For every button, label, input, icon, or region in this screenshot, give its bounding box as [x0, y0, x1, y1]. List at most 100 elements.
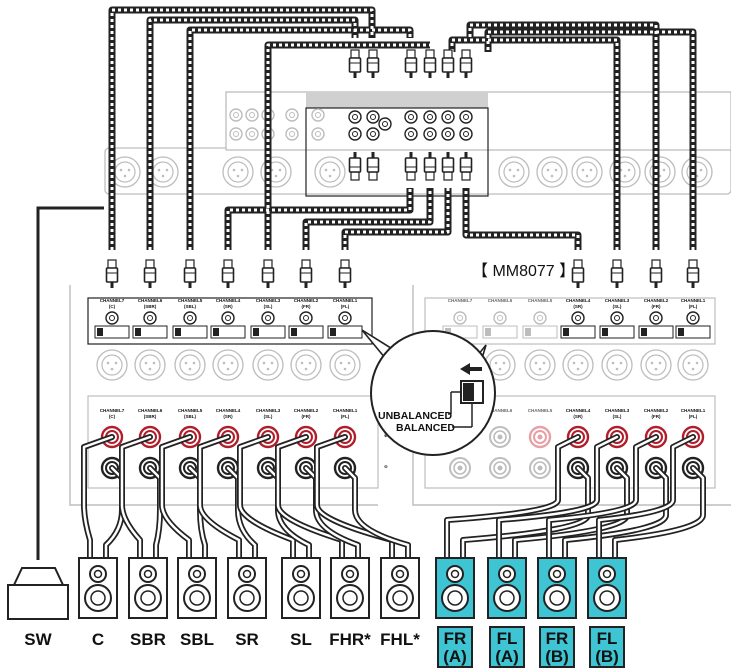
rca-input-jack: [533, 311, 547, 325]
xlr-input-socket: [562, 349, 594, 381]
rca-input-jack: [610, 311, 624, 325]
terminal-channel-sub: (SBL): [184, 414, 196, 419]
speaker: SBL: [177, 557, 217, 649]
channel-label: CHANNEL2: [644, 298, 669, 303]
rca-input-jack: [338, 311, 352, 325]
xlr-input-socket: [290, 349, 322, 381]
speaker-label: FL: [597, 629, 618, 648]
terminal-channel-label: CHANNEL5: [528, 408, 553, 413]
xlr-input-socket: [174, 349, 206, 381]
rca-plug: [686, 259, 700, 289]
speaker-cables: [81, 434, 706, 561]
terminal-channel-label: CHANNEL7: [100, 408, 125, 413]
channel-label: CHANNEL5: [178, 298, 203, 303]
unbalanced-label: UNBALANCED: [378, 410, 452, 422]
terminal-channel-sub: (SL): [613, 414, 622, 419]
speaker-label: SW: [24, 630, 52, 649]
channel-label: CHANNEL4: [566, 298, 591, 303]
xlr-input-socket: [134, 349, 166, 381]
left-speaker-terminals: CHANNEL7(C)CHANNEL6(SBR)CHANNEL5(SBL)CHA…: [100, 408, 358, 480]
channel-label: CHANNEL6: [488, 298, 513, 303]
rca-input-jack: [299, 311, 313, 325]
speaker: FHL*: [380, 557, 420, 649]
rca-input-jack: [261, 311, 275, 325]
speaker-label: FHR*: [329, 630, 371, 649]
speaker-label: FR: [546, 629, 569, 648]
channel-label: CHANNEL7: [100, 298, 125, 303]
terminal-channel-label: CHANNEL1: [681, 408, 706, 413]
channel-label: CHANNEL1: [681, 298, 706, 303]
channel-sub-label: (FL): [689, 304, 698, 309]
channel-sub-label: (SR): [223, 304, 233, 309]
rca-plug: [261, 259, 275, 289]
rca-plug: [105, 259, 119, 289]
positive-terminal: [489, 426, 511, 448]
terminal-channel-label: CHANNEL2: [644, 408, 669, 413]
speaker: FL(B): [587, 557, 627, 668]
terminal-channel-sub: (SR): [573, 414, 583, 419]
channel-label: CHANNEL3: [605, 298, 630, 303]
switch-arrow-icon: [460, 363, 482, 375]
channel-label: CHANNEL7: [448, 298, 473, 303]
negative-terminal: [449, 457, 471, 479]
terminal-channel-sub: (SBR): [144, 414, 157, 419]
channel-sub-label: (FR): [652, 304, 661, 309]
xlr-input-socket: [329, 349, 361, 381]
rca-cables: [108, 6, 697, 250]
rca-plug: [183, 259, 197, 289]
channel-sub-label: (C): [109, 304, 116, 309]
terminal-channel-label: CHANNEL3: [256, 408, 281, 413]
speaker-label: SBL: [180, 630, 214, 649]
speaker-sub-label: (B): [595, 647, 619, 666]
terminal-channel-label: CHANNEL3: [605, 408, 630, 413]
rca-input-jack: [649, 311, 663, 325]
svg-text:⊕: ⊕: [384, 433, 388, 438]
speaker-label: C: [92, 630, 104, 649]
preamp-panel: [104, 91, 731, 197]
xlr-input-socket: [601, 349, 633, 381]
terminal-channel-label: CHANNEL6: [138, 408, 163, 413]
negative-terminal: [529, 457, 551, 479]
rca-input-jack: [143, 311, 157, 325]
rca-input-jack: [105, 311, 119, 325]
rca-plug: [338, 259, 352, 289]
xlr-input-socket: [212, 349, 244, 381]
rca-plug: [571, 259, 585, 289]
terminal-channel-sub: (SL): [264, 414, 273, 419]
terminal-channel-sub: (C): [109, 414, 116, 419]
channel-label: CHANNEL3: [256, 298, 281, 303]
speaker-label: SR: [235, 630, 259, 649]
terminal-channel-sub: (FL): [689, 414, 698, 419]
xlr-input-socket: [96, 349, 128, 381]
channel-sub-label: (FR): [302, 304, 311, 309]
speaker-label: FHL*: [380, 630, 420, 649]
speaker: SL: [281, 557, 321, 649]
channel-label: CHANNEL5: [528, 298, 553, 303]
speaker-label: FL: [497, 629, 518, 648]
terminal-channel-sub: (FR): [652, 414, 661, 419]
rca-input-jack: [221, 311, 235, 325]
speaker: SBR: [128, 557, 168, 649]
terminal-channel-sub: (SR): [223, 414, 233, 419]
rca-plug: [299, 259, 313, 289]
speaker: FHR*: [329, 557, 371, 649]
channel-sub-label: (SBR): [144, 304, 157, 309]
rca-input-jack: [183, 311, 197, 325]
rca-plug: [610, 259, 624, 289]
speaker-label: FR: [444, 629, 467, 648]
speaker-sub-label: (A): [443, 647, 467, 666]
channel-label: CHANNEL6: [138, 298, 163, 303]
terminal-channel-label: CHANNEL2: [294, 408, 319, 413]
terminal-channel-label: CHANNEL1: [333, 408, 358, 413]
speaker: C: [78, 557, 118, 649]
speaker-label: SL: [290, 630, 312, 649]
xlr-input-socket: [677, 349, 709, 381]
switch-callout: UNBALANCED BALANCED: [361, 329, 496, 456]
terminal-channel-sub: (FR): [302, 414, 311, 419]
speaker-sub-label: (B): [545, 647, 569, 666]
positive-terminal: [528, 425, 552, 449]
speaker: SR: [227, 557, 267, 649]
